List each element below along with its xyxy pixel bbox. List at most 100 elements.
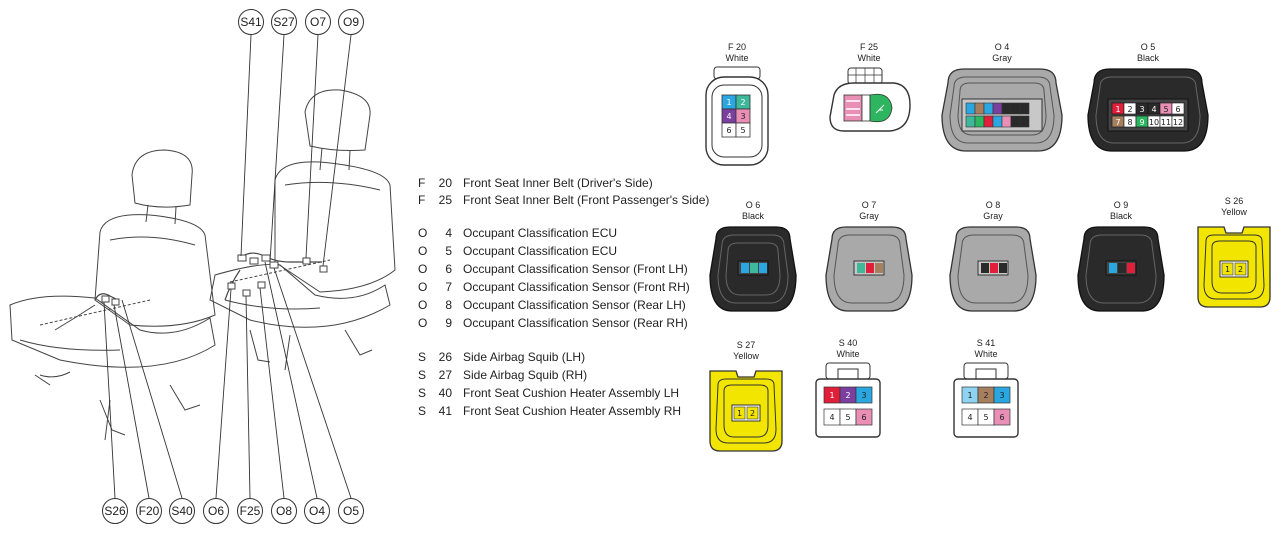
connector-s26: S 26 Yellow 1 2	[1194, 196, 1274, 311]
legend-number: 8	[445, 298, 452, 312]
connector-title: O 9	[1113, 200, 1129, 210]
pin-label: 4	[829, 413, 834, 422]
legend-prefix: O	[418, 316, 428, 330]
connector-o5: O 5 Black 1 2 3 4 5 6 7 8 9 10 11 12	[1084, 42, 1212, 155]
callout-o4: O4	[304, 498, 330, 524]
seat-illustration	[9, 34, 396, 499]
pin-label: 1	[737, 409, 742, 418]
pin-label: 2	[750, 409, 755, 418]
connector-title: S 41	[976, 338, 996, 348]
legend-number: 4	[445, 226, 452, 240]
legend-description: Occupant Classification Sensor (Rear RH)	[463, 316, 688, 330]
connector-o7: O 7 Gray	[820, 200, 918, 315]
pin-label: 4	[967, 413, 972, 422]
callout-o9: O9	[338, 9, 364, 35]
legend-description: Occupant Classification ECU	[463, 244, 618, 258]
legend-prefix: S	[418, 404, 427, 418]
pin-label: 5	[1163, 105, 1168, 114]
legend-description: Front Seat Cushion Heater Assembly RH	[463, 404, 682, 418]
connector-f25: F 25 White	[824, 42, 914, 139]
seat-diagram: S41 S27 O7 O9 S26 F20 S40 O6 F25 O8 O4 O…	[0, 0, 400, 528]
pin-label: 12	[1173, 118, 1183, 127]
pin-label: 5	[845, 413, 850, 422]
pin-label: 9	[1139, 118, 1144, 127]
connector-title: F 20	[727, 42, 746, 52]
pin-label: 6	[1175, 105, 1180, 114]
connector-o7-face	[825, 226, 913, 312]
pin-label: 5	[740, 126, 745, 135]
connector-title: O 4	[994, 42, 1010, 52]
connector-color: Black	[1109, 211, 1132, 221]
legend-description: Front Seat Inner Belt (Front Passenger's…	[463, 193, 710, 207]
connector-color: Black	[1136, 53, 1159, 63]
connector-s40: S 40 White 1 2 3 4 5 6	[812, 338, 884, 441]
connector-title: O 8	[985, 200, 1001, 210]
legend-prefix: O	[418, 226, 428, 240]
connector-title: S 27	[736, 340, 756, 350]
legend-description: Front Seat Cushion Heater Assembly LH	[463, 386, 680, 400]
connector-o9: O 9 Black	[1072, 200, 1170, 315]
legend-prefix: F	[418, 193, 426, 207]
callout-o5: O5	[338, 498, 364, 524]
connector-color: Black	[741, 211, 764, 221]
connector-title: S 26	[1224, 196, 1244, 206]
connector-color: White	[725, 53, 749, 63]
legend-prefix: S	[418, 386, 427, 400]
pin-label: 6	[726, 126, 731, 135]
connector-o9-face	[1077, 226, 1165, 312]
pin-label: 6	[861, 413, 866, 422]
legend-number: 9	[445, 316, 452, 330]
connector-color: Yellow	[1221, 207, 1247, 217]
pin-label: 1	[967, 391, 972, 400]
connector-title: O 6	[745, 200, 761, 210]
legend-prefix: O	[418, 244, 428, 258]
pin-label: 1	[829, 391, 834, 400]
pin-label: 3	[999, 391, 1004, 400]
connector-o4: O 4 Gray	[938, 42, 1066, 155]
pin-label: 3	[740, 112, 745, 121]
callout-f25: F25	[237, 498, 263, 524]
legend-number: 20	[438, 176, 452, 190]
pin-label: 8	[1127, 118, 1132, 127]
connector-color: Gray	[859, 211, 879, 221]
legend-description: Side Airbag Squib (RH)	[463, 368, 588, 382]
legend-description: Occupant Classification ECU	[463, 226, 618, 240]
connector-color: Gray	[992, 53, 1012, 63]
pin-label: 3	[1139, 105, 1144, 114]
legend-description: Occupant Classification Sensor (Front LH…	[463, 262, 688, 276]
connector-o5-face: 1 2 3 4 5 6 7 8 9 10 11 12	[1087, 68, 1209, 152]
legend-number: 25	[438, 193, 452, 207]
connector-s40-face: 1 2 3 4 5 6	[815, 362, 881, 438]
legend-description: Occupant Classification Sensor (Rear LH)	[463, 298, 686, 312]
pin-label: 2	[1127, 105, 1132, 114]
legend-number: 6	[445, 262, 452, 276]
connector-s41-face: 1 2 3 4 5 6	[953, 362, 1019, 438]
pin-label: 4	[1151, 105, 1156, 114]
legend-description: Front Seat Inner Belt (Driver's Side)	[463, 176, 653, 190]
pin-label: 2	[845, 391, 850, 400]
connector-s26-face: 1 2	[1197, 226, 1271, 308]
legend-number: 41	[438, 404, 452, 418]
connector-s41: S 41 White 1 2 3 4 5 6	[950, 338, 1022, 441]
connector-o6: O 6 Black	[704, 200, 802, 315]
legend-prefix: S	[418, 350, 427, 364]
connector-f20-face: 1 2 4 3 6 5	[705, 66, 769, 166]
callout-o8: O8	[271, 498, 297, 524]
pin-label: 7	[1115, 118, 1120, 127]
legend-number: 40	[438, 386, 452, 400]
connector-f20: F 20 White 1 2 4 3 6 5	[702, 42, 772, 169]
legend-prefix: O	[418, 262, 428, 276]
pin-label: 6	[999, 413, 1004, 422]
pin-label: 2	[1238, 265, 1243, 274]
connector-title: O 7	[861, 200, 877, 210]
pin-label: 3	[861, 391, 866, 400]
connector-o4-face	[941, 68, 1063, 152]
pin-label: 2	[740, 98, 745, 107]
pin-label: 11	[1161, 118, 1171, 127]
legend-number: 27	[438, 368, 452, 382]
callout-s26: S26	[102, 498, 128, 524]
legend-prefix: S	[418, 368, 427, 382]
legend-number: 5	[445, 244, 452, 258]
legend-prefix: F	[418, 176, 426, 190]
legend-description: Occupant Classification Sensor (Front RH…	[463, 280, 690, 294]
